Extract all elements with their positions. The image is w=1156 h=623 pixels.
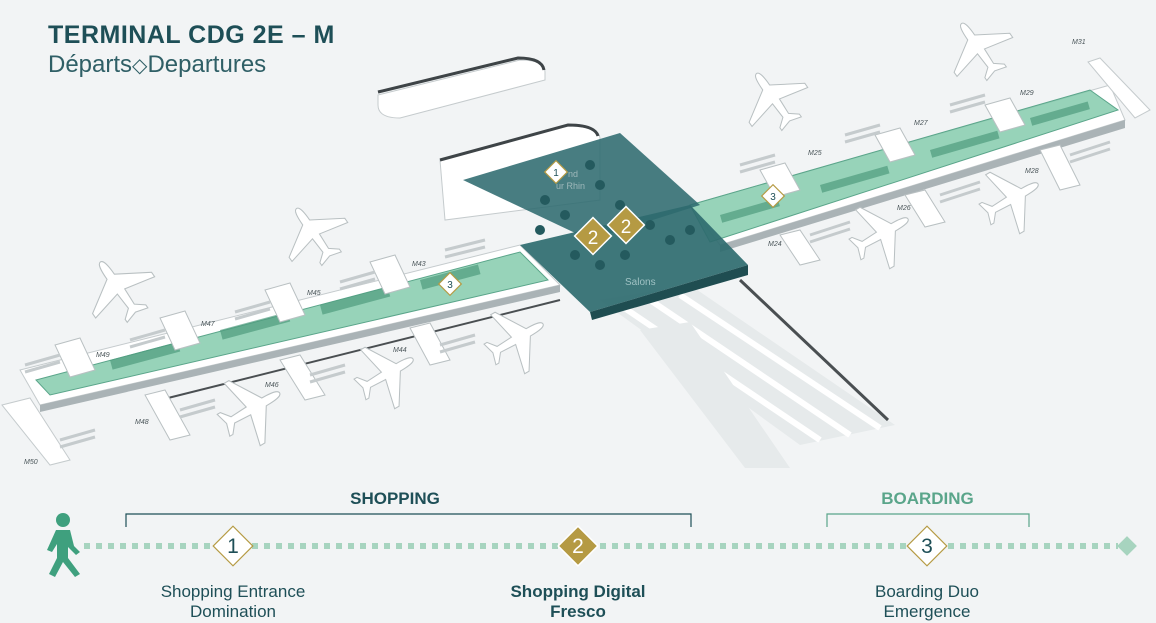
shopping-section-title: SHOPPING xyxy=(350,489,440,508)
salons-label: Salons xyxy=(625,277,656,288)
plane-icon xyxy=(204,361,299,458)
jetways xyxy=(24,93,1111,449)
journey-legend: SHOPPING BOARDING 1 2 3 Shopping Entranc… xyxy=(0,480,1156,623)
boarding-bracket xyxy=(826,513,1030,527)
step-2-label-line1: Shopping Digital xyxy=(510,582,646,601)
journey-end-icon xyxy=(1117,536,1137,556)
gate-label: M48 xyxy=(135,419,149,426)
journey-track xyxy=(47,513,1137,577)
page-title: TERMINAL CDG 2E – M xyxy=(48,21,335,49)
subtitle-french: Départs xyxy=(48,51,133,78)
central-hub: nd ur Rhin Salons xyxy=(463,133,748,320)
gate-label: M50 xyxy=(24,459,38,466)
plane-icon xyxy=(268,188,360,279)
step-2-label-line2: Fresco xyxy=(550,602,606,621)
map-marker-2a[interactable]: 2 xyxy=(573,216,613,256)
step-3-number: 3 xyxy=(921,535,933,558)
gate-label: M49 xyxy=(96,352,110,359)
gate-label: M47 xyxy=(201,321,216,328)
step-1-marker xyxy=(212,525,254,567)
step-2-marker xyxy=(557,525,599,567)
terminal-map: nd ur Rhin Salons M31 M29 M27 M25 M28 M2… xyxy=(1,3,1151,468)
gate-label: M24 xyxy=(768,241,782,248)
step-3-label-line2: Emergence xyxy=(883,602,971,621)
step-1-number: 1 xyxy=(227,535,239,558)
subtitle-english: Departures xyxy=(147,51,267,78)
map-marker-1[interactable]: 1 xyxy=(543,159,569,185)
gate-label: M28 xyxy=(1025,168,1039,175)
aircraft xyxy=(70,3,1056,458)
runway-lanes xyxy=(600,278,895,468)
map-marker-3-right[interactable]: 3 xyxy=(760,183,786,209)
step-2-label: Shopping Digital Fresco xyxy=(468,582,688,622)
map-marker-2b[interactable]: 2 xyxy=(606,205,646,245)
gate-piers xyxy=(54,97,1081,441)
marker-number: 2 xyxy=(621,217,632,238)
marker-number: 2 xyxy=(588,228,599,249)
step-3-label: Boarding Duo Emergence xyxy=(817,582,1037,622)
marker-number: 3 xyxy=(770,192,776,203)
shopping-bracket xyxy=(125,513,692,527)
gate-label: M46 xyxy=(265,382,279,389)
step-3-label-line1: Boarding Duo xyxy=(875,582,979,601)
hub-partial-label-2: ur Rhin xyxy=(556,181,585,191)
gate-label: M45 xyxy=(307,290,321,297)
plane-icon xyxy=(728,53,820,144)
hub-partial-label: nd xyxy=(568,169,578,179)
gate-label: M26 xyxy=(897,205,911,212)
step-1-label: Shopping Entrance Domination xyxy=(123,582,343,622)
subtitle-separator-icon: ◇ xyxy=(132,55,148,77)
marker-number: 3 xyxy=(447,280,453,291)
gate-labels: M31 M29 M27 M25 M28 M26 M24 M43 M45 M47 … xyxy=(24,39,1086,466)
gate-label: M31 xyxy=(1072,39,1086,46)
plane-icon xyxy=(933,3,1025,94)
gate-label: M27 xyxy=(914,120,929,127)
step-1-label-line1: Shopping Entrance xyxy=(160,582,306,601)
plane-icon xyxy=(70,240,168,337)
gate-label: M43 xyxy=(412,261,426,268)
gate-label: M25 xyxy=(808,150,822,157)
page-subtitle: Départs◇Departures xyxy=(48,50,335,81)
title-block: TERMINAL CDG 2E – M Départs◇Departures xyxy=(48,20,335,81)
gate-label: M44 xyxy=(393,347,407,354)
step-3-marker xyxy=(906,525,948,567)
marker-number: 1 xyxy=(553,168,559,179)
boarding-section-title: BOARDING xyxy=(881,489,974,508)
map-marker-3-left[interactable]: 3 xyxy=(437,271,463,297)
step-1-label-line2: Domination xyxy=(190,602,276,621)
walking-person-icon xyxy=(47,513,80,577)
gate-label: M29 xyxy=(1020,90,1034,97)
step-2-number: 2 xyxy=(572,535,584,558)
